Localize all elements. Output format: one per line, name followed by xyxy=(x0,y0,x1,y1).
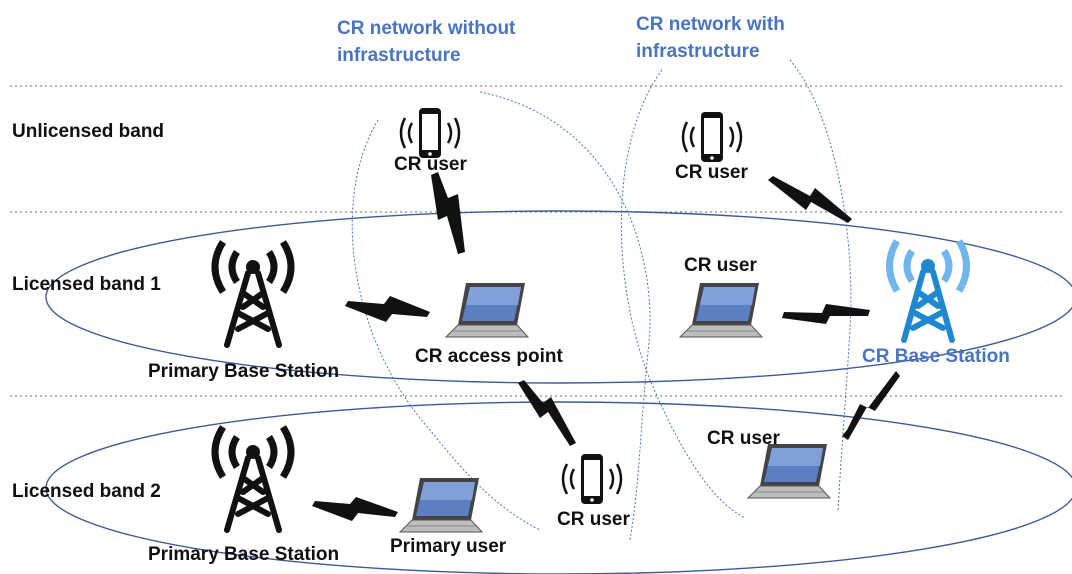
cr-access-point-laptop-icon xyxy=(445,282,529,338)
wireless-link-access-point-to-cr-user xyxy=(518,380,576,446)
cr-user-top-left-phone-icon xyxy=(399,106,461,160)
primary-base-station-1-icon xyxy=(215,242,291,345)
licensed-band-2-ellipse xyxy=(45,401,1072,574)
band-label-unlicensed: Unlicensed band xyxy=(12,121,164,142)
wireless-link-primary-bs2 xyxy=(312,497,398,521)
heading-cr-network-with-infra-line1: CR network with xyxy=(636,14,785,35)
primary-user-laptop-icon xyxy=(399,477,483,533)
primary-base-station-2-icon xyxy=(215,427,291,530)
cr-user-band1-laptop-icon xyxy=(679,282,763,338)
cr-network-with-infra-boundary-right xyxy=(789,59,852,513)
wireless-link-cr-user-to-access-point xyxy=(431,172,465,254)
cr-network-with-infra-boundary-left xyxy=(620,69,746,519)
cr-network-without-infra-boundary-outer xyxy=(479,91,651,541)
cr-user-band2-laptop-icon xyxy=(747,443,831,499)
primary-base-station-1-label: Primary Base Station xyxy=(148,361,339,382)
wireless-link-primary-bs1 xyxy=(345,296,430,322)
wireless-link-cr-user-top-right xyxy=(768,176,852,223)
cr-user-band1-label: CR user xyxy=(684,255,757,276)
cr-access-point-label: CR access point xyxy=(415,346,563,367)
primary-user-label: Primary user xyxy=(390,536,507,557)
cr-user-band2-label: CR user xyxy=(707,428,780,449)
cr-user-top-right-label: CR user xyxy=(675,162,748,183)
licensed-band-1-ellipse xyxy=(45,210,1072,384)
heading-cr-network-without-infra-line1: CR network without xyxy=(337,18,516,39)
cr-base-station-label: CR Base Station xyxy=(862,346,1010,367)
cr-user-bottom-label: CR user xyxy=(557,509,630,530)
primary-base-station-2-label: Primary Base Station xyxy=(148,544,339,565)
cr-user-bottom-phone-icon xyxy=(561,452,623,506)
heading-cr-network-without-infra-line2: infrastructure xyxy=(337,45,461,66)
band-label-licensed-2: Licensed band 2 xyxy=(12,481,161,502)
cr-base-station-icon xyxy=(886,239,970,343)
band-label-licensed-1: Licensed band 1 xyxy=(12,274,161,295)
heading-cr-network-with-infra-line2: infrastructure xyxy=(636,41,760,62)
cr-user-top-right-phone-icon xyxy=(681,110,743,164)
wireless-link-laptop-to-cr-base-station xyxy=(782,304,870,324)
cr-user-top-left-label: CR user xyxy=(394,154,467,175)
wireless-link-cr-base-station-to-laptop xyxy=(842,371,900,440)
cr-network-without-infra-boundary-inner xyxy=(351,119,541,531)
